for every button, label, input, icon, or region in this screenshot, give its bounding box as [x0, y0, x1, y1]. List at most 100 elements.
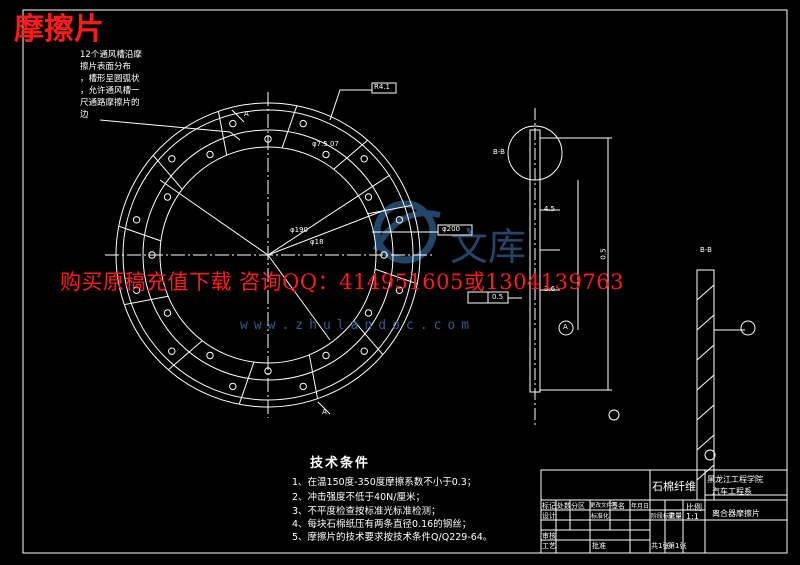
rivet-hole [168, 347, 176, 355]
technical-requirements-title: 技术条件 [310, 456, 371, 471]
rivet-hole [364, 193, 373, 201]
callout-line: ，槽形呈圆弧状 [80, 74, 140, 84]
title-block-part-name: 离合器摩擦片 [712, 509, 760, 518]
rivet-hole [148, 251, 156, 259]
section-label-a: A [244, 110, 249, 118]
title-block-scale-header: 比例 [686, 503, 702, 512]
tb-label: 更改文件号 [590, 503, 618, 509]
rivet-hole [364, 309, 373, 317]
dim-offset: 0.5 [599, 248, 608, 260]
watermark-promo: 购买原稿充值下载 咨询QQ：414951605或1304139763 [60, 270, 624, 294]
rivet-holes [132, 119, 404, 391]
title-block-department: 汽车工程系 [712, 487, 752, 496]
tb-label: 审核 [542, 532, 556, 540]
rivet-hole [206, 351, 214, 360]
rivet-hole [163, 309, 172, 317]
callout-line: 12个通风槽沿摩 [80, 50, 142, 60]
svg-text:文库: 文库 [450, 225, 526, 269]
callout-line: ，允许通风槽一 [80, 86, 140, 96]
rivet-hole [132, 216, 141, 224]
dim-outer-diameter: φ7.5.07 [312, 140, 339, 148]
sheet-border [22, 9, 788, 554]
requirement-item: 2、冲击强度不低于40N/厘米； [292, 492, 425, 503]
tb-label: 年月日 [631, 503, 650, 510]
ventilation-slot [367, 204, 412, 215]
ventilation-slot [281, 105, 298, 149]
callout-line: 尺通路摩擦片的 [80, 98, 140, 108]
tb-label: 共1张 [651, 542, 670, 550]
section-bb [696, 269, 756, 501]
rivet-hole [206, 150, 214, 159]
ventilation-slot [168, 340, 203, 371]
callout-line: 擦片表面分布 [80, 62, 132, 72]
ventilation-slot [238, 361, 255, 405]
watermark-site: www.zhulandoc.com [240, 318, 476, 333]
flatness-tolerance: 0.5 [492, 293, 504, 301]
requirement-item: 5、摩擦片的技术要求按技术条件Q/Q229-64。 [292, 532, 493, 543]
tb-label: 工艺 [542, 542, 556, 550]
rivet-hole [264, 135, 272, 143]
ventilation-slot [118, 225, 162, 242]
tb-label: 处数 [557, 502, 571, 510]
dim-thickness: 4.5 [544, 205, 556, 213]
datum-label-a: A [563, 323, 568, 331]
ventilation-slot [308, 354, 319, 399]
dim-mid-diameter: φ200 [442, 225, 460, 233]
tb-label: 第1张 [668, 542, 687, 550]
ventilation-slots [118, 105, 418, 405]
rivet-hole [299, 382, 307, 391]
title-block-grid [540, 469, 788, 554]
dim-radius-large: R4.1 [374, 83, 390, 91]
logo-watermark: 文库 [372, 200, 526, 269]
dim-inner-diameter: φ190 [290, 226, 308, 234]
section-bb-label: B-B [493, 148, 505, 156]
rivet-hole [264, 367, 272, 375]
watermark-title: 摩擦片 [14, 12, 104, 47]
dim-width: 3.6 [544, 285, 556, 293]
ventilation-slot [124, 295, 169, 306]
tb-label: 签名 [611, 502, 625, 510]
tb-label: 分区 [571, 502, 585, 510]
rivet-hole [322, 351, 330, 360]
tb-label: 批准 [592, 542, 606, 550]
rivet-hole [229, 382, 237, 391]
title-block-material: 石棉纤维 [652, 480, 696, 493]
rivet-hole [132, 286, 141, 294]
disc-front-view [105, 92, 432, 418]
ventilation-slot [353, 320, 384, 355]
ventilation-slot [374, 268, 418, 285]
rivet-hole [168, 155, 176, 163]
callout-leader [99, 119, 241, 141]
tb-label: 标准化 [591, 513, 610, 520]
dim-hole-diameter: φ18 [310, 238, 324, 246]
dia-mid-box [437, 224, 473, 236]
rivet-hole [163, 193, 172, 201]
callout-line: 边 [80, 110, 89, 120]
ventilation-slot [333, 139, 368, 170]
rivet-hole [380, 251, 388, 259]
requirement-item: 3、不平度检查按标准光标准检测； [292, 506, 441, 517]
rivet-hole [360, 155, 368, 163]
ventilation-slot [217, 111, 228, 156]
disc-side-view [507, 108, 620, 425]
rivet-hole [395, 286, 404, 294]
tb-label: 阶段标记 [651, 513, 676, 520]
tb-label: 重量 [668, 512, 682, 520]
rivet-hole [360, 347, 368, 355]
title-block-scale: 1:1 [686, 512, 699, 521]
requirement-item: 1、在温150度-350度摩擦系数不小于0.3； [292, 477, 477, 488]
ventilation-slot [152, 155, 183, 190]
tb-label: 标记 [542, 502, 556, 510]
requirement-item: 4、每块石棉纸压有两条直径0.16的钢丝； [292, 519, 472, 530]
rivet-hole [299, 119, 307, 128]
rivet-hole [229, 119, 237, 128]
rivet-hole [395, 216, 404, 224]
section-bb-label: B-B [700, 246, 712, 254]
tb-label: 设计 [542, 512, 556, 520]
rivet-hole [322, 150, 330, 159]
title-block-school: 黑龙江工程学院 [707, 475, 763, 484]
section-label-a: A [322, 408, 327, 416]
r41-box [371, 82, 397, 94]
leader-r41 [329, 89, 372, 121]
